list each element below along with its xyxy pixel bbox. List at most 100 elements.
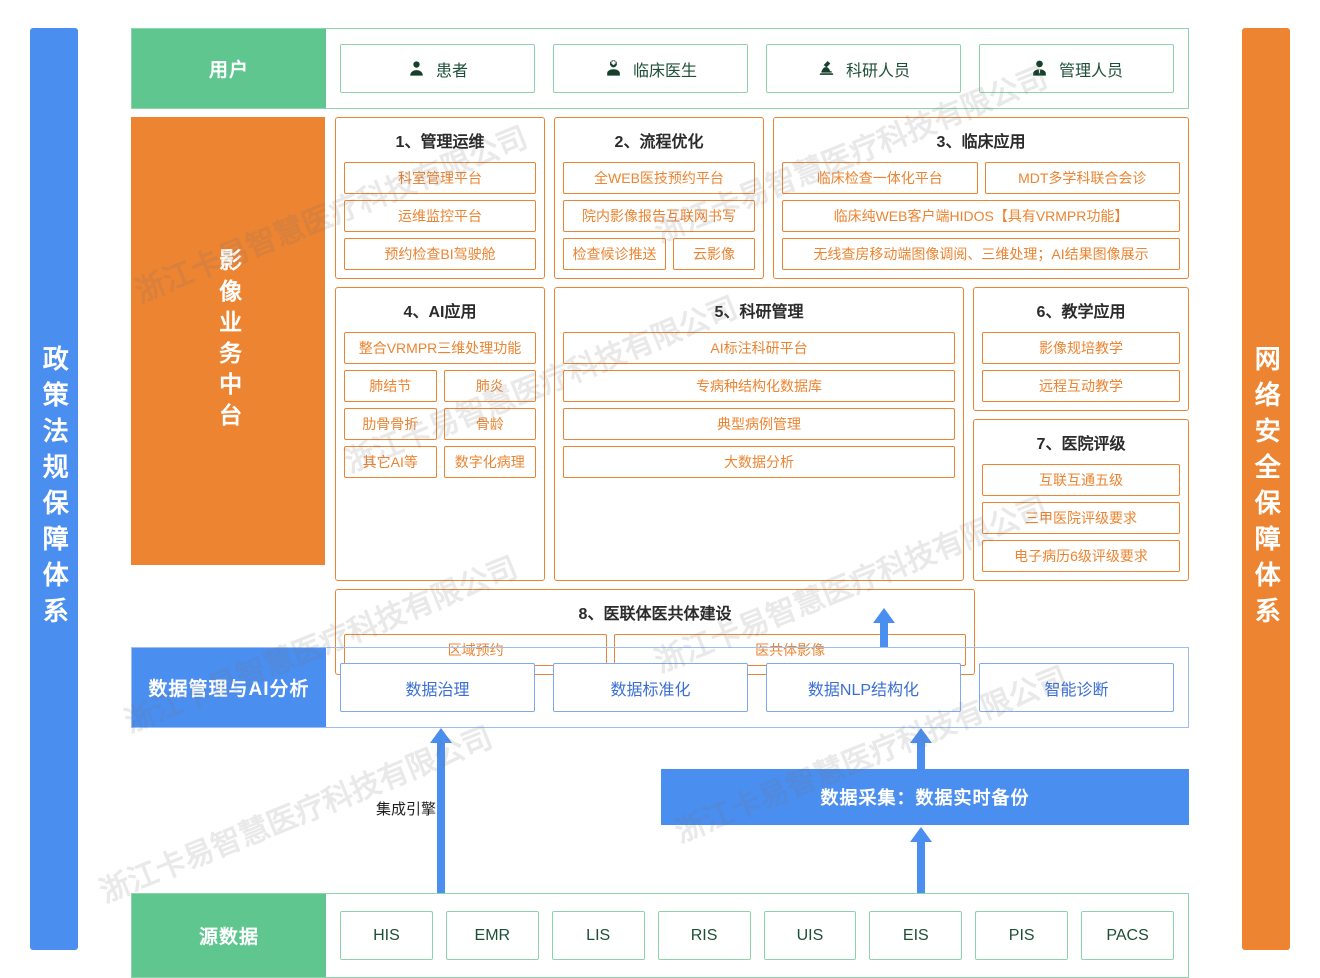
item-vrmpr-3d[interactable]: 整合VRMPR三维处理功能 xyxy=(344,332,536,364)
microscope-icon xyxy=(817,59,836,78)
item-waiting-push[interactable]: 检查候诊推送 xyxy=(563,238,666,270)
group-title: 5、科研管理 xyxy=(714,304,804,321)
integration-engine-shaft xyxy=(437,740,445,893)
architecture-stage: 用户 患者 临床医生 科研人员 xyxy=(131,28,1189,978)
item-web-appointment[interactable]: 全WEB医技预约平台 xyxy=(563,162,755,194)
integration-zone: 集成引擎 数据采集：数据实时备份 xyxy=(131,728,1189,893)
group-hospital-rating: 7、医院评级 互联互通五级 三甲医院评级要求 电子病历6级评级要求 xyxy=(973,419,1189,581)
source-card-uis[interactable]: UIS xyxy=(763,911,857,960)
middle-row-1: 1、管理运维 科室管理平台 运维监控平台 预约检查BI驾驶舱 2、流程优化 全W… xyxy=(335,117,1189,279)
item-bi-cockpit[interactable]: 预约检查BI驾驶舱 xyxy=(344,238,536,270)
item-regional-appointment[interactable]: 区域预约 xyxy=(344,634,608,666)
item-cloud-imaging[interactable]: 云影像 xyxy=(673,238,755,270)
group-title: 8、医联体医共体建设 xyxy=(578,606,732,623)
group-row: 电子病历6级评级要求 xyxy=(982,540,1180,572)
item-interconnection-level5[interactable]: 互联互通五级 xyxy=(982,464,1180,496)
user-card-patient[interactable]: 患者 xyxy=(340,44,535,93)
item-remote-interactive-teaching[interactable]: 远程互动教学 xyxy=(982,370,1180,402)
group-row: 整合VRMPR三维处理功能 xyxy=(344,332,536,364)
item-hidos-web-client[interactable]: 临床纯WEB客户端HIDOS【具有VRMPR功能】 xyxy=(782,200,1180,232)
user-card-clinician[interactable]: 临床医生 xyxy=(553,44,748,93)
item-imaging-training[interactable]: 影像规培教学 xyxy=(982,332,1180,364)
item-big-data-analysis[interactable]: 大数据分析 xyxy=(563,446,955,478)
item-ai-annotation-platform[interactable]: AI标注科研平台 xyxy=(563,332,955,364)
item-tertiary-hospital-req[interactable]: 三甲医院评级要求 xyxy=(982,502,1180,534)
source-card-lis[interactable]: LIS xyxy=(551,911,645,960)
item-rib-fracture[interactable]: 肋骨骨折 xyxy=(344,408,437,440)
item-lung-nodule[interactable]: 肺结节 xyxy=(344,370,437,402)
user-card-label: 管理人员 xyxy=(1058,62,1123,80)
group-row: 其它AI等 数字化病理 xyxy=(344,446,536,478)
item-digital-pathology[interactable]: 数字化病理 xyxy=(443,446,536,478)
item-mdt-consultation[interactable]: MDT多学科联合会诊 xyxy=(984,162,1180,194)
group-row: 院内影像报告互联网书写 xyxy=(563,200,755,232)
item-bone-age[interactable]: 骨龄 xyxy=(443,408,536,440)
group-title: 4、AI应用 xyxy=(403,304,477,321)
group-ai-application: 4、AI应用 整合VRMPR三维处理功能 肺结节 肺炎 肋骨骨折 骨龄 其它AI… xyxy=(335,287,545,581)
group-row: 预约检查BI驾驶舱 xyxy=(344,238,536,270)
item-mobile-ward-round[interactable]: 无线查房移动端图像调阅、三维处理；AI结果图像展示 xyxy=(782,238,1180,270)
network-security-rail: 网络安全保障体系 xyxy=(1242,28,1290,950)
data-collection-arrow-head-upper xyxy=(910,728,932,743)
arrow-up-shaft-left xyxy=(880,620,888,647)
users-band-label: 用户 xyxy=(132,29,326,108)
item-dept-mgmt-platform[interactable]: 科室管理平台 xyxy=(344,162,536,194)
data-management-band-label: 数据管理与AI分析 xyxy=(132,648,326,727)
data-card-nlp-structuring[interactable]: 数据NLP结构化 xyxy=(766,663,961,712)
middle-row-3: 8、医联体医共体建设 区域预约 医共体影像 xyxy=(335,589,1189,675)
data-card-intelligent-diagnosis[interactable]: 智能诊断 xyxy=(979,663,1174,712)
data-collection-shaft-lower xyxy=(917,840,925,893)
group-row: 三甲医院评级要求 xyxy=(982,502,1180,534)
data-card-standardization[interactable]: 数据标准化 xyxy=(553,663,748,712)
group-title: 6、教学应用 xyxy=(1036,304,1126,321)
item-clinical-integrated-platform[interactable]: 临床检查一体化平台 xyxy=(782,162,978,194)
item-online-report-writing[interactable]: 院内影像报告互联网书写 xyxy=(563,200,755,232)
group-row: 互联互通五级 xyxy=(982,464,1180,496)
group-process-optimization: 2、流程优化 全WEB医技预约平台 院内影像报告互联网书写 检查候诊推送 云影像 xyxy=(554,117,764,279)
data-collection-shaft-upper xyxy=(917,740,925,770)
group-row: 全WEB医技预约平台 xyxy=(563,162,755,194)
group-research-management: 5、科研管理 AI标注科研平台 专病种结构化数据库 典型病例管理 大数据分析 xyxy=(554,287,964,581)
integration-engine-arrow-head xyxy=(430,728,452,743)
doctor-icon xyxy=(604,59,623,78)
source-card-pacs[interactable]: PACS xyxy=(1081,911,1174,960)
group-row: 典型病例管理 xyxy=(563,408,955,440)
item-disease-structured-db[interactable]: 专病种结构化数据库 xyxy=(563,370,955,402)
source-card-pis[interactable]: PIS xyxy=(975,911,1069,960)
group-management-ops: 1、管理运维 科室管理平台 运维监控平台 预约检查BI驾驶舱 xyxy=(335,117,545,279)
item-ops-monitor-platform[interactable]: 运维监控平台 xyxy=(344,200,536,232)
group-row: 检查候诊推送 云影像 xyxy=(563,238,755,270)
item-alliance-imaging[interactable]: 医共体影像 xyxy=(614,634,966,666)
user-card-label: 科研人员 xyxy=(845,62,910,80)
source-card-emr[interactable]: EMR xyxy=(445,911,539,960)
group-row: 运维监控平台 xyxy=(344,200,536,232)
user-card-administrator[interactable]: 管理人员 xyxy=(979,44,1174,93)
group-row: 无线查房移动端图像调阅、三维处理；AI结果图像展示 xyxy=(782,238,1180,270)
manager-icon xyxy=(1030,59,1049,78)
item-emr-level6-req[interactable]: 电子病历6级评级要求 xyxy=(982,540,1180,572)
user-card-researcher[interactable]: 科研人员 xyxy=(766,44,961,93)
item-typical-case-mgmt[interactable]: 典型病例管理 xyxy=(563,408,955,440)
source-card-eis[interactable]: EIS xyxy=(869,911,963,960)
network-security-rail-label: 网络安全保障体系 xyxy=(1251,345,1282,633)
source-card-ris[interactable]: RIS xyxy=(657,911,751,960)
item-other-ai[interactable]: 其它AI等 xyxy=(344,446,437,478)
imaging-middle-platform-band: 影像业务中台 1、管理运维 科室管理平台 运维监控平台 预约检查BI驾驶舱 xyxy=(131,117,1189,675)
source-card-his[interactable]: HIS xyxy=(340,911,433,960)
user-card-label: 临床医生 xyxy=(632,62,697,80)
group-teaching-application: 6、教学应用 影像规培教学 远程互动教学 xyxy=(973,287,1189,411)
group-row: 肺结节 肺炎 xyxy=(344,370,536,402)
group-row: 临床检查一体化平台 MDT多学科联合会诊 xyxy=(782,162,1180,194)
data-card-governance[interactable]: 数据治理 xyxy=(340,663,535,712)
group-medical-alliance: 8、医联体医共体建设 区域预约 医共体影像 xyxy=(335,589,975,675)
group-title: 7、医院评级 xyxy=(1036,436,1126,453)
group-title: 3、临床应用 xyxy=(936,134,1026,151)
group-row: 影像规培教学 xyxy=(982,332,1180,364)
user-icon xyxy=(407,59,426,78)
data-management-band: 数据管理与AI分析 数据治理 数据标准化 数据NLP结构化 智能诊断 xyxy=(131,647,1189,728)
imaging-middle-platform-label-text: 影像业务中台 xyxy=(215,248,242,434)
item-pneumonia[interactable]: 肺炎 xyxy=(443,370,536,402)
data-collection-arrow-head-lower xyxy=(910,827,932,842)
policy-regulation-rail: 政策法规保障体系 xyxy=(30,28,78,950)
integration-engine-label: 集成引擎 xyxy=(376,801,437,818)
